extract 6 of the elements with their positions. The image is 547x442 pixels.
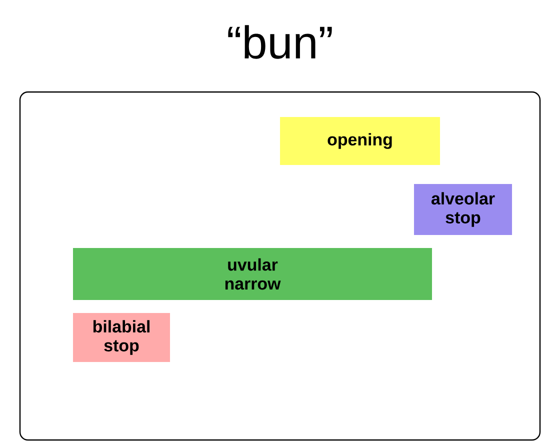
title: “bun” (228, 25, 332, 59)
gesture-bar: uvular narrow (73, 248, 432, 300)
score-frame (19, 91, 541, 441)
gesture-bar: alveolar stop (414, 184, 512, 235)
gesture-bar: bilabial stop (73, 313, 170, 362)
gesture-bar: opening (280, 117, 440, 165)
